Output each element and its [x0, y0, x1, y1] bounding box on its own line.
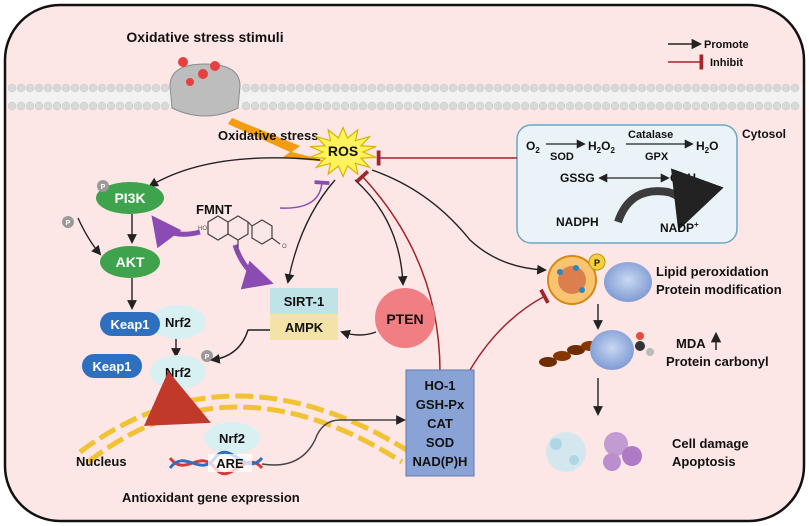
protein-icon [604, 262, 652, 302]
svg-text:PI3K: PI3K [114, 190, 145, 206]
carbonylated-protein-icon [590, 330, 634, 370]
antioxidant-enzymes-box [405, 369, 475, 477]
nadph-cycle-arrow [614, 168, 724, 231]
enzyme-item: SOD [426, 435, 454, 450]
svg-text:Nrf2: Nrf2 [165, 315, 191, 330]
nrf2-translocation-arrow [143, 371, 211, 426]
enzyme-item: NAD(P)H [413, 454, 468, 469]
gssg-label: GSSG [560, 171, 595, 185]
ros-burst-icon [309, 125, 377, 179]
cell-membrane [7, 83, 802, 111]
mda-label: MDA [676, 336, 706, 351]
catalase-label: Catalase [628, 129, 673, 141]
svg-text:O: O [282, 244, 287, 250]
svg-text:SIRT-1: SIRT-1 [284, 294, 324, 309]
fmnt-inhibits-ros [279, 180, 330, 209]
phospho-badge: P [201, 350, 213, 362]
ros-to-sirt1 [284, 179, 336, 284]
svg-text:P: P [205, 354, 210, 361]
nuclear-envelope [78, 393, 412, 455]
fmnt-to-pi3k [151, 215, 201, 249]
expression-to-enzymes [261, 415, 406, 466]
svg-text:Keap1: Keap1 [110, 317, 149, 332]
carbonyl-molecule-icon [635, 332, 654, 356]
fmnt-to-sirt1 [232, 244, 274, 290]
apoptosis-label: Apoptosis [672, 454, 736, 469]
ros-to-lipid [371, 169, 547, 275]
phospho-badge: P [62, 216, 74, 228]
svg-text:H2O2: H2O2 [588, 139, 615, 155]
pten-circle: PTEN [375, 288, 435, 348]
nrf2-nuclear: Nrf2 [204, 422, 260, 454]
svg-text:O: O [235, 250, 240, 256]
svg-text:ARE: ARE [216, 456, 244, 471]
enzyme-item: HO-1 [424, 378, 455, 393]
phospho-badge: P [588, 253, 606, 271]
svg-text:Nrf2: Nrf2 [219, 431, 245, 446]
gsh-label: GSH [670, 171, 696, 185]
lipid-bilayer-icon [547, 255, 597, 305]
stimulus-dot [198, 69, 208, 79]
svg-text:P: P [101, 184, 106, 191]
svg-text:P: P [66, 220, 71, 227]
stimuli-title: Oxidative stress stimuli [126, 29, 283, 45]
stimulus-dot [210, 61, 220, 71]
nrf2-free: Nrf2 [150, 355, 206, 389]
damaged-cell-icon [546, 432, 586, 472]
gpx-label: GPX [645, 151, 669, 163]
membrane-receptor [169, 57, 241, 117]
svg-text:AMPK: AMPK [285, 320, 324, 335]
svg-text:HO: HO [198, 226, 207, 232]
cytosol-label: Cytosol [742, 127, 786, 141]
sirt1-ampk-box: SIRT-1 AMPK [270, 288, 338, 340]
ros-to-pi3k [148, 157, 321, 188]
cell-damage-label: Cell damage [672, 436, 749, 451]
legend-inhibit: Inhibit [710, 57, 743, 69]
ros-to-pten [354, 179, 408, 286]
enzyme-item: CAT [427, 416, 453, 431]
gene-expression-label: Antioxidant gene expression [122, 490, 300, 505]
enzyme-item: GSH-Px [416, 397, 465, 412]
fmnt-molecule-icon: HO O O [198, 215, 287, 256]
svg-text:H2O: H2O [696, 139, 718, 155]
ros-label: ROS [328, 143, 358, 159]
svg-text:AKT: AKT [116, 254, 145, 270]
apoptotic-cell-icon [603, 432, 642, 471]
legend: Promote Inhibit [668, 38, 749, 70]
are-element: ARE [208, 454, 252, 472]
akt-pill: AKT [100, 246, 160, 278]
lightning-icon [228, 118, 330, 162]
stimulus-dot [186, 78, 194, 86]
fmnt-label: FMNT [196, 202, 232, 217]
phospho-badge: P [97, 180, 109, 192]
svg-text:NADP+: NADP+ [660, 220, 699, 235]
protein-carbonyl-label: Protein carbonyl [666, 354, 769, 369]
enzymes-inhibit-lipid [469, 288, 550, 371]
svg-text:O2: O2 [526, 139, 540, 155]
lipid-peroxidation-label: Lipid peroxidation [656, 264, 769, 279]
protein-modification-label: Protein modification [656, 282, 782, 297]
pi3k-pill: PI3K [96, 182, 164, 214]
svg-text:PTEN: PTEN [386, 311, 423, 327]
sod-label: SOD [550, 151, 574, 163]
stimulus-dot [178, 57, 188, 67]
nucleus-label: Nucleus [76, 454, 127, 469]
svg-text:P: P [594, 258, 600, 268]
keap1-pill: Keap1 [82, 354, 142, 378]
nadph-label: NADPH [556, 215, 599, 229]
svg-text:Keap1: Keap1 [92, 359, 131, 374]
enzymes-inhibit-ros [355, 169, 441, 373]
keap1-nrf2-complex: Nrf2 Keap1 [100, 305, 206, 339]
ros-scavenging-reactions: O2 SOD H2O2 Catalase GPX H2O GSSG GSH NA… [526, 129, 724, 235]
oxidative-stress-label: Oxidative stress [218, 128, 318, 143]
svg-text:Nrf2: Nrf2 [165, 365, 191, 380]
legend-promote: Promote [704, 39, 749, 51]
